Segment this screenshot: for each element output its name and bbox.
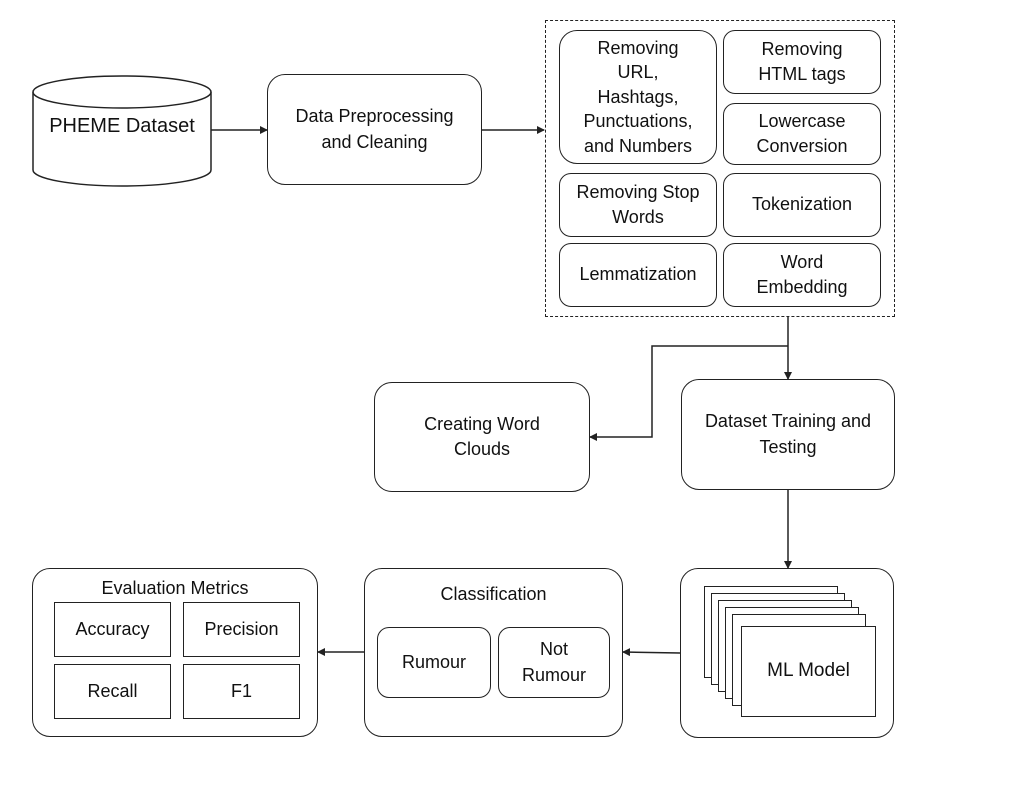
ml-model-label: ML Model (741, 626, 876, 717)
metric-accuracy: Accuracy (54, 602, 171, 657)
metric-precision: Precision (183, 602, 300, 657)
class-rumour: Rumour (377, 627, 491, 698)
dataset-cylinder (32, 75, 212, 187)
word-clouds-box: Creating Word Clouds (374, 382, 590, 492)
step-lemmatization: Lemmatization (559, 243, 717, 307)
preprocessing-steps-group (545, 20, 895, 317)
dataset-label: PHEME Dataset (49, 115, 195, 137)
step-remove-html: Removing HTML tags (723, 30, 881, 94)
training-box: Dataset Training and Testing (681, 379, 895, 490)
arrow-steps-to-word-clouds (589, 345, 788, 441)
class-not-rumour: Not Rumour (498, 627, 610, 698)
preprocessing-box: Data Preprocessing and Cleaning (267, 74, 482, 185)
step-tokenization: Tokenization (723, 173, 881, 237)
step-word-embedding: Word Embedding (723, 243, 881, 307)
metric-recall: Recall (54, 664, 171, 719)
arrow-ml-model-to-classification (622, 648, 681, 657)
metric-f1: F1 (183, 664, 300, 719)
evaluation-title: Evaluation Metrics (101, 578, 249, 598)
classification-title: Classification (440, 584, 547, 604)
step-lowercase: Lowercase Conversion (723, 103, 881, 165)
step-stop-words: Removing Stop Words (559, 173, 717, 237)
step-remove-url: Removing URL, Hashtags, Punctuations, an… (559, 30, 717, 164)
